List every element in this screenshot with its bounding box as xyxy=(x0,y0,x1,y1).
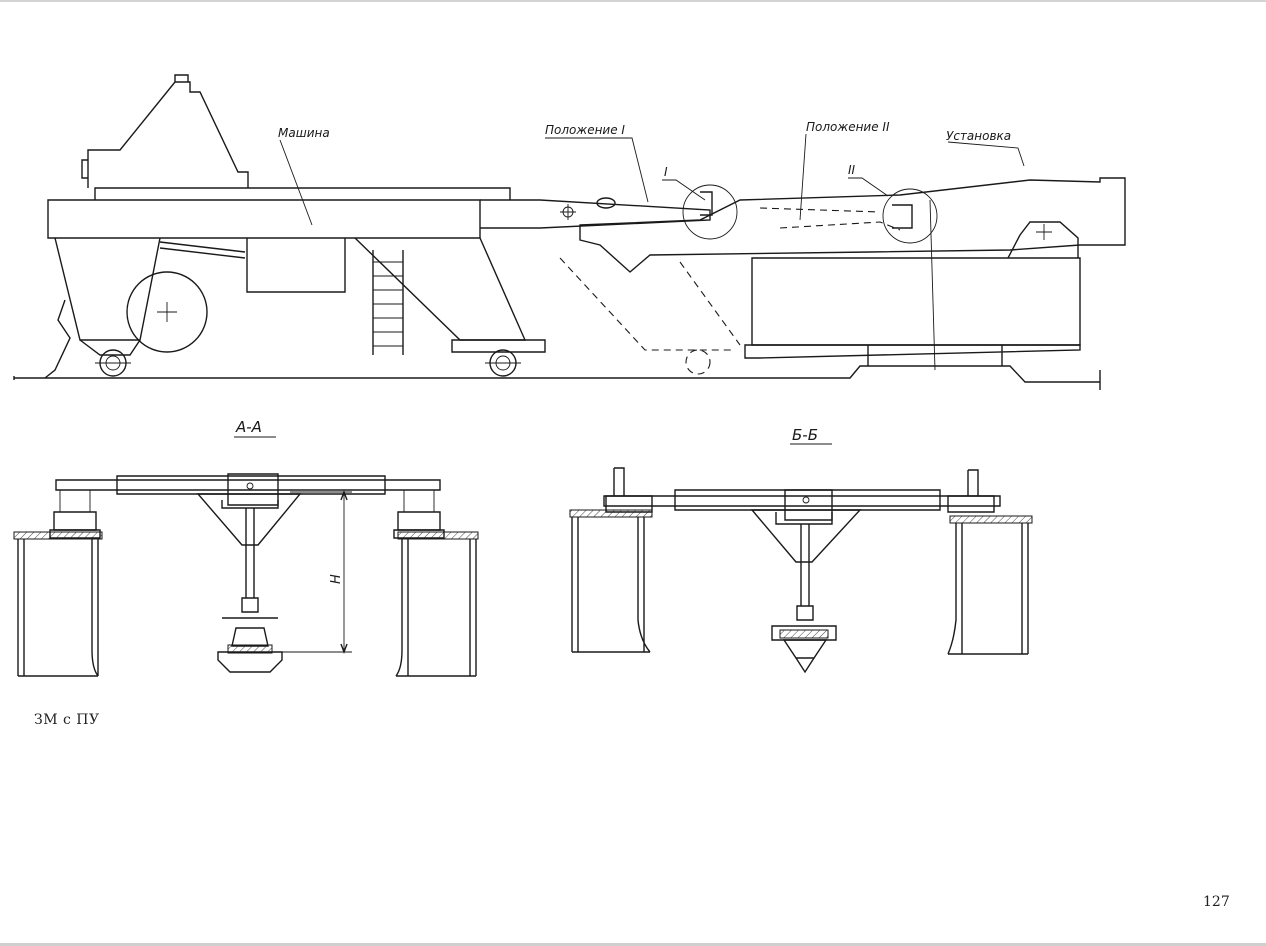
leader-lines xyxy=(279,133,1025,226)
machine-body xyxy=(44,74,546,379)
callout-2-label: II xyxy=(848,163,856,177)
machine-label: Машина xyxy=(278,126,330,140)
section-bb: Б-Б xyxy=(569,426,1033,674)
section-aa: А-А Н xyxy=(13,418,479,677)
installation-body xyxy=(579,177,1126,371)
boom xyxy=(480,184,741,375)
side-view: Машина Положение I Положение II Установк… xyxy=(13,74,1126,390)
page-border-top xyxy=(0,0,1266,2)
dimension-h-label: Н xyxy=(329,574,344,584)
figure-caption: ЗМ с ПУ xyxy=(34,712,100,728)
callout-1-label: I xyxy=(664,165,668,179)
page-number: 127 xyxy=(1203,894,1230,910)
position-1-label: Положение I xyxy=(545,123,625,137)
installation-label: Установка xyxy=(946,129,1011,143)
position-2-label: Положение II xyxy=(806,120,890,134)
page-border-bottom xyxy=(0,943,1266,946)
section-bb-title: Б-Б xyxy=(792,426,818,444)
section-aa-title: А-А xyxy=(235,418,262,436)
